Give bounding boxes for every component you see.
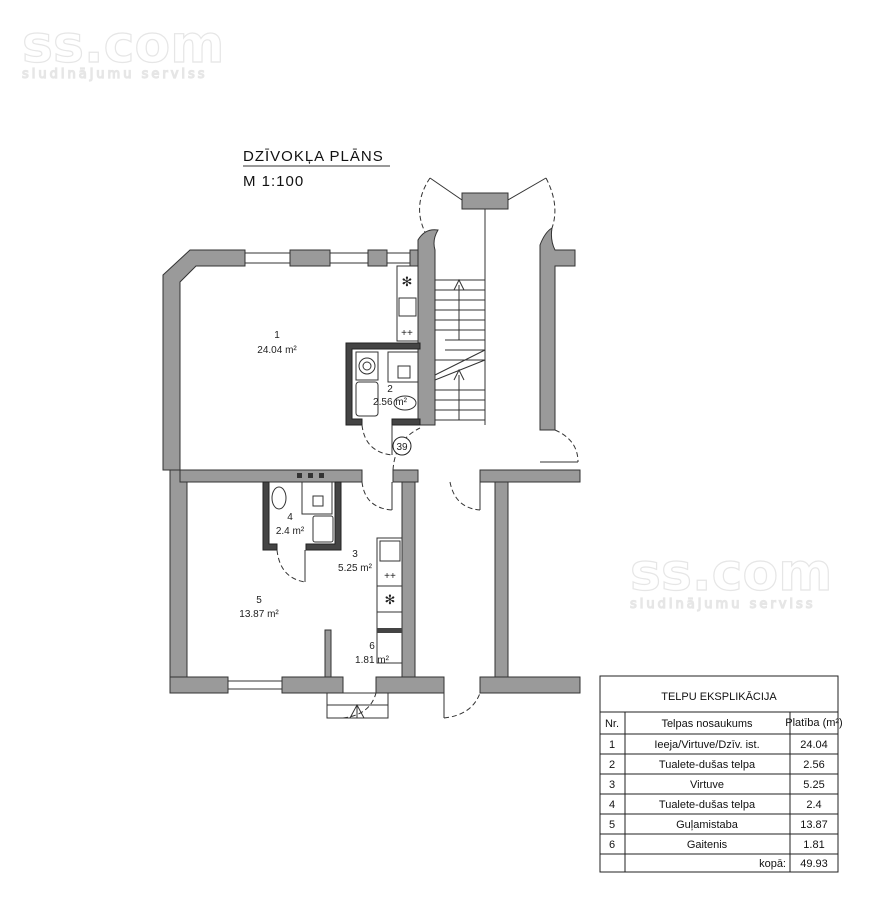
svg-text:24.04 m²: 24.04 m² [257,345,297,356]
cell-nr: 3 [609,779,615,791]
entrance-doors [419,177,579,463]
doors [326,481,481,719]
table-row: 5 Guļamistaba 13.87 [609,819,828,831]
svg-text:13.87 m²: 13.87 m² [239,609,279,620]
table-row: 2 Tualete-dušas telpa 2.56 [609,759,825,771]
svg-text:4: 4 [287,512,293,523]
room-label-1: 1 24.04 m² [257,330,297,356]
svg-text:1.81 m²: 1.81 m² [355,655,390,666]
cell-area: 13.87 [800,819,828,831]
svg-text:2: 2 [387,384,393,395]
svg-text:6: 6 [369,641,375,652]
stair-number-badge: 39 [392,436,412,456]
header-name: Telpas nosaukums [661,718,753,730]
cell-name: Gaitenis [687,839,728,851]
svg-text:ss.com: ss.com [630,543,832,603]
total-value: 49.93 [800,858,828,870]
cell-name: Tualete-dušas telpa [659,759,756,771]
cell-name: Ieeja/Virtuve/Dzīv. ist. [654,739,759,751]
total-label: kopā: [759,858,786,870]
cell-name: Virtuve [690,779,724,791]
plan-title: DZĪVOKĻA PLĀNS [243,148,384,165]
svg-text:sludinājumu serviss: sludinājumu serviss [22,67,208,82]
svg-text:++: ++ [384,571,396,582]
svg-text:5.25 m²: 5.25 m² [338,563,373,574]
cell-area: 1.81 [803,839,824,851]
svg-text:++: ++ [401,328,413,339]
svg-text:✻: ✻ [402,274,413,289]
cell-nr: 4 [609,799,615,811]
table-row: 1 Ieeja/Virtuve/Dzīv. ist. 24.04 [609,739,828,751]
cell-area: 2.56 [803,759,824,771]
header-area: Platība (m²) [785,717,842,729]
table-row: 3 Virtuve 5.25 [609,779,825,791]
table-row: 6 Gaitenis 1.81 [609,839,825,851]
svg-text:2.4 m²: 2.4 m² [276,526,305,537]
room-label-4: 4 2.4 m² [276,512,305,537]
svg-text:ss.com: ss.com [22,15,224,75]
cell-area: 2.4 [806,799,821,811]
cell-name: Guļamistaba [676,819,739,831]
table-title: TELPU EKSPLIKĀCIJA [661,691,777,703]
svg-text:✻: ✻ [385,592,396,607]
svg-text:3: 3 [352,549,358,560]
bathroom-4 [262,473,342,583]
svg-text:39: 39 [396,442,408,453]
room-label-3: 3 5.25 m² [338,549,373,574]
cell-nr: 5 [609,819,615,831]
cell-area: 5.25 [803,779,824,791]
walls [162,192,581,694]
plan-scale: M 1:100 [243,173,304,190]
svg-text:sludinājumu serviss: sludinājumu serviss [630,597,816,612]
cell-nr: 1 [609,739,615,751]
cell-nr: 6 [609,839,615,851]
room-label-5: 5 13.87 m² [239,595,279,620]
room-label-2: 2 2.56 m² [373,384,408,408]
room-label-6: 6 1.81 m² [355,641,390,666]
svg-text:1: 1 [274,330,280,341]
watermark-logo: ss.com sludinājumu serviss [21,14,225,82]
watermark-logo-bottom: ss.com sludinājumu serviss [629,542,833,612]
cell-name: Tualete-dušas telpa [659,799,756,811]
cell-nr: 2 [609,759,615,771]
svg-text:2.56 m²: 2.56 m² [373,397,408,408]
svg-text:5: 5 [256,595,262,606]
staircase [434,278,486,421]
kitchen-units-1: ✻ ++ [396,265,419,342]
kitchen-units-3: ++ ✻ [376,537,403,664]
header-nr: Nr. [605,718,619,730]
table-row: 4 Tualete-dušas telpa 2.4 [609,799,822,811]
cell-area: 24.04 [800,739,828,751]
room-explication-table: TELPU EKSPLIKĀCIJA Nr. Telpas nosaukums … [599,675,843,873]
